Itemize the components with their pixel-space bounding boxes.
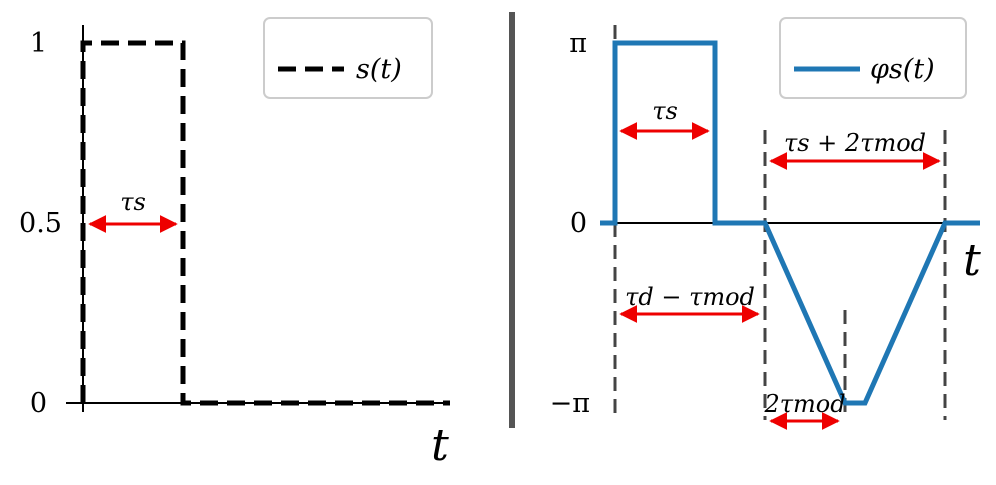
right-legend: φs(t) [779,17,967,99]
signal-line [80,40,450,406]
left-x-label: t [431,420,449,471]
left-legend-box [263,17,433,99]
left-ytick-1: 1 [30,28,47,59]
left-panel: 1 0.5 0 τs t s(t) [19,17,450,471]
left-ytick-0-5: 0.5 [19,208,62,239]
right-tau-s-label: τs [652,97,678,125]
right-ytick-pi: π [569,28,587,59]
right-legend-box [779,17,967,99]
right-ytick-0: 0 [570,208,587,239]
left-tau-s-label: τs [120,188,146,216]
right-panel: π 0 −π τs τs + 2τmod τd − τmod 2τmod t φ… [550,17,981,430]
window-label: τs + 2τmod [784,129,926,157]
right-x-label: t [963,235,981,286]
delay-label: τd − τmod [625,283,755,311]
right-legend-label: φs(t) [870,54,935,85]
phase-line [600,40,980,406]
right-ytick-neg-pi: −π [550,388,590,419]
left-legend-label: s(t) [356,54,402,85]
ramp-label: 2τmod [763,390,845,418]
left-ytick-0: 0 [30,388,47,419]
left-legend: s(t) [263,17,433,99]
